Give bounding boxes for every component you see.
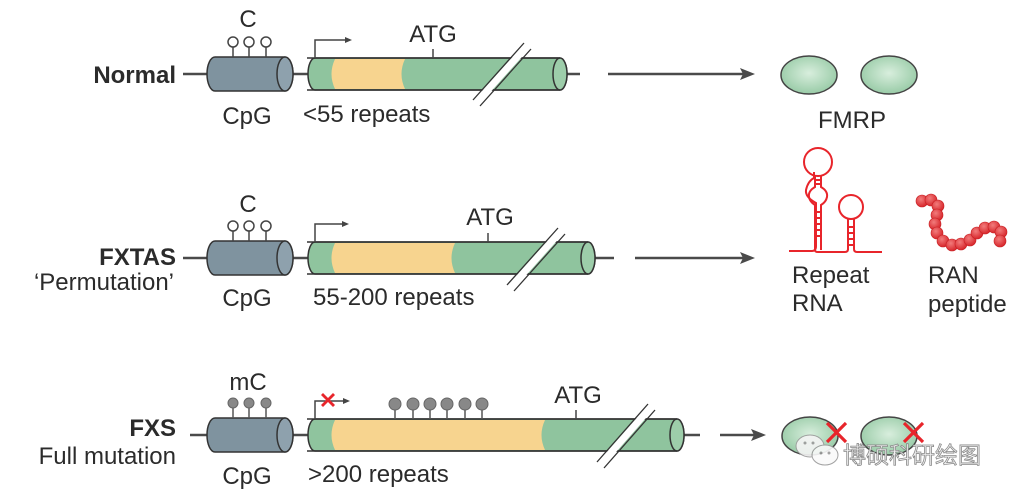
unmethylated-cpg-markers bbox=[227, 36, 272, 57]
ran-peptide-label-line1: RAN bbox=[928, 262, 979, 289]
red-x-icon bbox=[321, 393, 335, 407]
fmr1-gene-cylinder bbox=[307, 418, 685, 452]
repeat-rna-hairpin-icon bbox=[789, 147, 882, 253]
methylated-cpg-markers bbox=[227, 397, 272, 418]
transcription-start-arrow bbox=[314, 221, 349, 242]
fmrp-protein bbox=[780, 55, 838, 95]
row-normal: Normal C CpG bbox=[93, 6, 918, 134]
row-fxtas: FXTAS ‘Permutation’ C CpG bbox=[34, 147, 1008, 318]
transcription-start-arrow bbox=[314, 37, 352, 58]
unmethylated-cpg-markers bbox=[227, 220, 272, 241]
fmrp-protein bbox=[860, 55, 918, 95]
cpg-label: CpG bbox=[222, 463, 271, 490]
repeat-rna-label-line1: Repeat bbox=[792, 262, 870, 289]
row-title: FXS bbox=[129, 415, 176, 442]
cgg-repeat-region bbox=[331, 59, 405, 89]
row-fxs: FXS Full mutation mC CpG bbox=[39, 369, 982, 490]
methylation-label: C bbox=[239, 6, 256, 33]
repeat-count-label: >200 repeats bbox=[308, 461, 449, 488]
cpg-island-cylinder bbox=[206, 240, 294, 276]
ran-peptide-icon bbox=[915, 193, 1008, 252]
cpg-label: CpG bbox=[222, 285, 271, 312]
atg-label: ATG bbox=[466, 204, 514, 231]
ran-peptide-label-line2: peptide bbox=[928, 291, 1007, 318]
atg-label: ATG bbox=[409, 21, 457, 48]
methylation-label: C bbox=[239, 191, 256, 218]
gene-break-mark bbox=[596, 403, 656, 469]
methylated-repeat-markers bbox=[388, 397, 489, 419]
atg-label: ATG bbox=[554, 382, 602, 409]
fmrp-label: FMRP bbox=[818, 107, 886, 134]
wechat-icon bbox=[795, 434, 839, 466]
row-subtitle: Full mutation bbox=[39, 443, 176, 470]
row-title: FXTAS bbox=[99, 244, 176, 271]
methylation-label: mC bbox=[229, 369, 266, 396]
fmr1-gene-cylinder bbox=[307, 57, 568, 91]
outcome-arrow bbox=[635, 252, 755, 264]
cgg-repeat-region bbox=[331, 243, 455, 273]
row-title: Normal bbox=[93, 62, 176, 89]
cpg-island-cylinder bbox=[206, 417, 294, 453]
cpg-label: CpG bbox=[222, 103, 271, 130]
red-x-icon bbox=[825, 421, 925, 444]
repeat-rna-label-line2: RNA bbox=[792, 290, 843, 317]
outcome-arrow bbox=[720, 429, 766, 441]
row-subtitle: ‘Permutation’ bbox=[34, 269, 174, 296]
repeat-count-label: 55-200 repeats bbox=[313, 284, 474, 311]
cgg-repeat-region bbox=[331, 420, 545, 450]
fmr1-gene-cylinder bbox=[307, 241, 596, 275]
blocked-transcription-arrow bbox=[314, 398, 350, 419]
gene-break-mark bbox=[472, 42, 532, 107]
outcome-arrow bbox=[608, 68, 755, 80]
cpg-island-cylinder bbox=[206, 56, 294, 92]
watermark-text: 博硕科研绘图 bbox=[843, 443, 981, 469]
gene-break-mark bbox=[506, 227, 566, 292]
repeat-count-label: <55 repeats bbox=[303, 101, 430, 128]
